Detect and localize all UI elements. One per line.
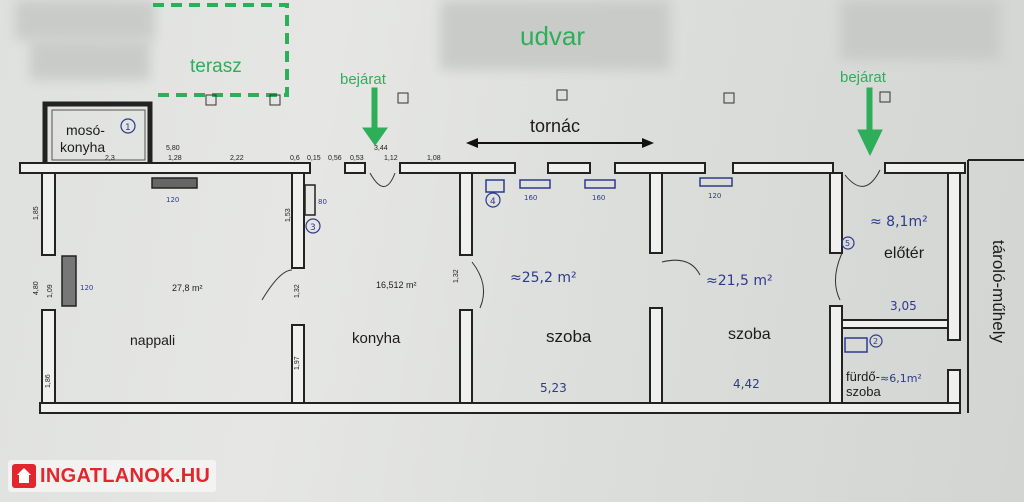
room1-area: ≈25,2 m² (510, 270, 577, 286)
dimension: 2,3 (105, 155, 115, 162)
dimension: 0,6 (290, 155, 300, 162)
laundry-label-line2: konyha (60, 139, 105, 155)
dimension: 1,32 (294, 284, 301, 298)
room1-label: szoba (546, 327, 592, 346)
dimension: 1,85 (33, 206, 40, 220)
hand-note: 120 (80, 284, 93, 292)
terrace-outline (153, 3, 289, 97)
terrace-label: terasz (190, 56, 242, 77)
hand-note: 5,23 (540, 381, 567, 395)
window-mark (723, 92, 735, 104)
blurred-area (15, 0, 155, 40)
hand-note: 80 (318, 198, 327, 206)
dimension: 1,32 (453, 269, 460, 283)
living-room-area: 27,8 m² (172, 283, 203, 293)
hand-note: 3,05 (890, 299, 917, 313)
bathroom-label-line2: szoba (846, 384, 881, 399)
blurred-area (840, 0, 1000, 60)
logo-text: INGATLANOK.HU (40, 464, 211, 487)
living-room-label: nappali (130, 332, 175, 348)
window-mark (269, 94, 281, 106)
laundry-label-line1: mosó- (66, 122, 105, 138)
kitchen-area: 16,512 m² (376, 280, 417, 290)
kitchen-label: konyha (352, 330, 401, 347)
hand-note: 120 (708, 192, 721, 200)
circled-number: 5 (845, 239, 850, 248)
dimension: 0,53 (350, 155, 364, 162)
top-wall (19, 162, 966, 174)
dimension: 1,28 (168, 155, 182, 162)
dimension: 1,86 (45, 374, 52, 388)
dimension: 4,80 (33, 281, 40, 295)
left-wall (41, 172, 56, 404)
hall-label: előtér (884, 245, 925, 262)
hall-area: ≈ 8,1m² (870, 214, 928, 230)
dimension: 1,12 (384, 155, 398, 162)
porch-label: tornác (530, 116, 580, 136)
dimension: 5,80 (166, 145, 180, 152)
circled-number: 3 (310, 223, 316, 233)
radiators (61, 177, 868, 353)
bathroom-label-line1: fürdő- (846, 369, 880, 384)
dimension: 3,44 (374, 145, 388, 152)
dimension: 1,53 (285, 208, 292, 222)
window-mark (556, 89, 568, 101)
laundry-walls (42, 101, 153, 163)
dimension: 1,09 (47, 284, 54, 298)
hand-note: 160 (592, 194, 605, 202)
dimension: 2,22 (230, 155, 244, 162)
window-mark (879, 91, 891, 103)
bathroom-area: ≈6,1m² (880, 372, 922, 385)
circled-number: 2 (873, 337, 878, 346)
window-mark (205, 94, 217, 106)
window-mark (397, 92, 409, 104)
entrance-arrows (362, 87, 883, 157)
house-icon (12, 464, 36, 488)
interior-walls (291, 172, 961, 404)
bottom-wall (39, 402, 961, 414)
blurred-area (30, 40, 150, 80)
hand-note: 120 (166, 196, 179, 204)
room2-area: ≈21,5 m² (706, 273, 773, 289)
dimension: 0,15 (307, 155, 321, 162)
hand-note: 160 (524, 194, 537, 202)
dimension: 0,56 (328, 155, 342, 162)
storage-label: tároló-műhely (989, 240, 1008, 343)
circled-number: 4 (490, 197, 496, 207)
dimension: 1,97 (294, 356, 301, 370)
watermark-logo: INGATLANOK.HU (8, 460, 217, 492)
circled-number: 1 (125, 123, 131, 133)
room2-label: szoba (728, 326, 771, 343)
entrance-label-left: bejárat (340, 71, 387, 88)
yard-label: udvar (520, 21, 585, 51)
dimension: 1,08 (427, 155, 441, 162)
hand-note: 4,42 (733, 377, 760, 391)
blurred-area (440, 0, 670, 70)
entrance-label-right: bejárat (840, 69, 887, 86)
